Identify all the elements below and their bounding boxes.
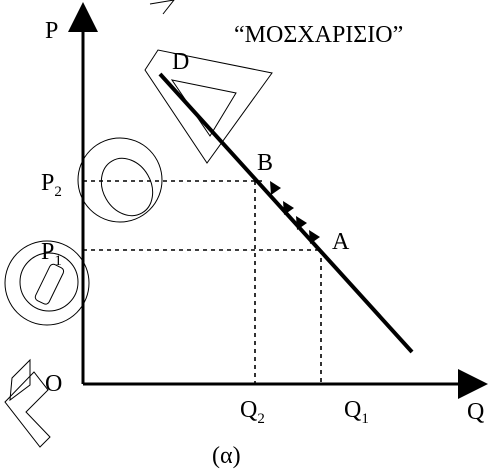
price-label-p2: P2 [41,170,62,200]
watermark-e-frag [4,371,51,448]
watermark-triangle-inner [170,79,237,137]
q1-sub: 1 [361,411,369,427]
watermark-circle-outer [77,137,163,223]
movement-arrow-2 [283,201,294,215]
movement-arrow-1 [270,181,281,195]
point-label-d: D [172,49,189,75]
y-axis-label: P [45,18,58,44]
movement-arrow-3 [296,216,307,230]
guide-lines [83,180,322,384]
price-label-p1: P1 [41,239,62,269]
movement-arrow-4 [309,230,320,244]
point-label-b: B [257,150,273,176]
p2-base: P [41,170,54,196]
watermark-slot [34,263,65,305]
q1-base: Q [344,397,361,423]
watermark-circle-mid-2 [19,252,79,312]
q2-base: Q [240,397,257,423]
x-axis-label: Q [467,399,484,425]
quantity-label-q2: Q2 [240,397,265,427]
origin-label: O [45,371,62,397]
q2-sub: 2 [257,411,265,427]
point-label-a: A [332,229,350,255]
figure-caption: (α) [212,443,241,469]
watermark-circle-inner [100,157,154,217]
p1-sub: 1 [54,253,62,269]
chart-title: “ΜΟΣΧΑΡΙΣΙΟ” [234,22,403,48]
watermark [4,0,273,448]
quantity-label-q1: Q1 [344,397,369,427]
p1-base: P [41,239,54,265]
watermark-top-frag [149,0,175,15]
p2-sub: 2 [54,184,62,200]
watermark-triangle-outer [144,49,273,164]
watermark-circle-outer-2 [4,240,90,326]
movement-arrows [270,181,320,244]
